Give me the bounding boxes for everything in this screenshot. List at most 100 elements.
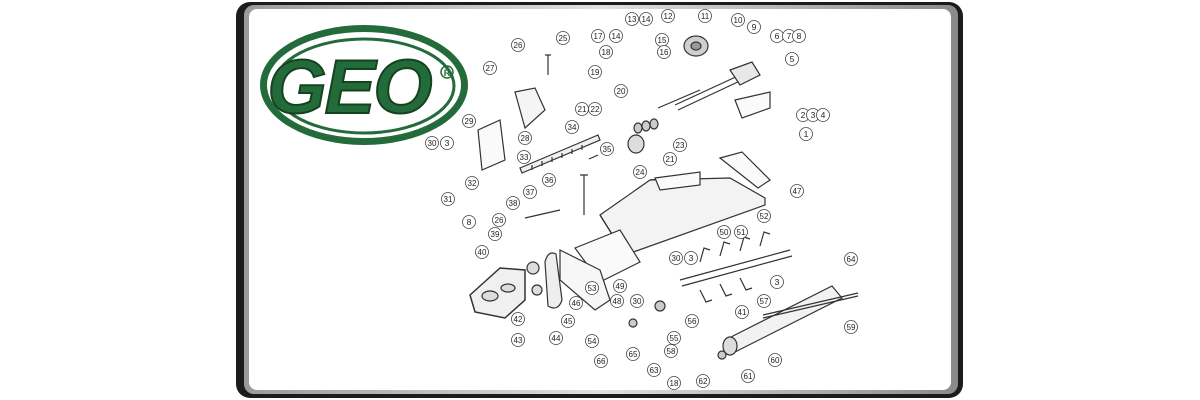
- callout-29: 29: [462, 114, 476, 128]
- callout-39: 39: [488, 227, 502, 241]
- callout-circle: [511, 38, 525, 52]
- callout-number: 11: [701, 12, 710, 21]
- callout-5: 5: [785, 52, 799, 66]
- callout-circle: [731, 13, 745, 27]
- callout-circle: [667, 331, 681, 345]
- callout-19: 19: [588, 65, 602, 79]
- callout-47: 47: [790, 184, 804, 198]
- callout-15: 15: [655, 33, 669, 47]
- callout-number: 65: [629, 350, 638, 359]
- callout-circle: [588, 65, 602, 79]
- callout-number: 66: [597, 357, 606, 366]
- callout-56: 56: [685, 314, 699, 328]
- side-plate: [559, 249, 611, 311]
- rotor-shaft: [679, 249, 793, 287]
- callout-number: 38: [509, 199, 518, 208]
- callout-25: 25: [556, 31, 570, 45]
- callout-44: 44: [549, 331, 563, 345]
- callout-circle: [440, 136, 454, 150]
- callout-number: 19: [591, 68, 600, 77]
- callout-number: 63: [650, 366, 659, 375]
- pin-25: [545, 54, 551, 75]
- bearing-19: [633, 122, 643, 134]
- callout-number: 25: [559, 34, 568, 43]
- callout-number: 40: [478, 248, 487, 257]
- callout-number: 8: [797, 31, 802, 41]
- adjuster-bar: [519, 134, 601, 174]
- callout-circle: [626, 347, 640, 361]
- callout-64: 64: [844, 252, 858, 266]
- callout-21: 21: [663, 152, 677, 166]
- callout-number: 13: [628, 15, 637, 24]
- callout-number: 10: [734, 16, 743, 25]
- callout-61: 61: [741, 369, 755, 383]
- callout-circle: [600, 142, 614, 156]
- callout-circle: [506, 196, 520, 210]
- callout-57: 57: [757, 294, 771, 308]
- callout-55: 55: [667, 331, 681, 345]
- drive-sprocket-2: [531, 284, 543, 296]
- callout-number: 14: [642, 15, 651, 24]
- callout-number: 52: [760, 212, 769, 221]
- callout-number: 3: [689, 253, 694, 263]
- callout-63: 63: [647, 363, 661, 377]
- callout-50: 50: [717, 225, 731, 239]
- callout-circle: [741, 369, 755, 383]
- callout-circle: [585, 281, 599, 295]
- callout-number: 20: [617, 87, 626, 96]
- callout-circle: [844, 252, 858, 266]
- callout-circle: [561, 314, 575, 328]
- callout-8: 8: [792, 29, 806, 43]
- callout-circle: [462, 215, 476, 229]
- callout-22: 22: [588, 102, 602, 116]
- callout-circle: [663, 152, 677, 166]
- callout-circle: [585, 334, 599, 348]
- callout-62: 62: [696, 374, 710, 388]
- callout-35: 35: [600, 142, 614, 156]
- callout-number: 8: [467, 217, 472, 227]
- washer-61: [717, 350, 727, 360]
- callout-circle: [768, 353, 782, 367]
- callout-number: 61: [744, 372, 753, 381]
- callout-number: 58: [667, 347, 676, 356]
- callout-circle: [647, 363, 661, 377]
- callout-number: 18: [602, 48, 611, 57]
- callout-circle: [669, 251, 683, 265]
- pulley-inner: [690, 41, 702, 51]
- adjuster-notches: [531, 145, 583, 170]
- callout-59: 59: [844, 320, 858, 334]
- callout-circle: [792, 29, 806, 43]
- callout-65: 65: [626, 347, 640, 361]
- callout-2: 2: [796, 108, 810, 122]
- callout-number: 45: [564, 317, 573, 326]
- callout-circle: [735, 305, 749, 319]
- callout-number: 56: [688, 317, 697, 326]
- callout-30: 30: [630, 294, 644, 308]
- callout-number: 7: [787, 31, 792, 41]
- callout-number: 9: [752, 22, 757, 32]
- callout-circle: [511, 312, 525, 326]
- callout-number: 23: [676, 141, 685, 150]
- callout-circle: [569, 296, 583, 310]
- washer-55: [654, 300, 666, 312]
- callout-number: 6: [775, 31, 780, 41]
- callout-circle: [630, 294, 644, 308]
- callout-41: 41: [735, 305, 749, 319]
- callout-circle: [523, 185, 537, 199]
- callout-8: 8: [462, 215, 476, 229]
- rod-17: [657, 89, 701, 109]
- callout-number: 1: [804, 129, 809, 139]
- parts-drawing: [469, 35, 859, 360]
- callout-number: 62: [699, 377, 708, 386]
- callout-number: 53: [588, 284, 597, 293]
- callout-number: 47: [793, 187, 802, 196]
- callout-circle: [594, 354, 608, 368]
- callout-number: 14: [612, 32, 621, 41]
- callout-number: 29: [465, 117, 474, 126]
- callout-53: 53: [585, 281, 599, 295]
- callout-number: 2: [801, 110, 806, 120]
- callout-46: 46: [569, 296, 583, 310]
- callout-circle: [517, 150, 531, 164]
- callout-number: 12: [664, 12, 673, 21]
- callout-number: 26: [514, 41, 523, 50]
